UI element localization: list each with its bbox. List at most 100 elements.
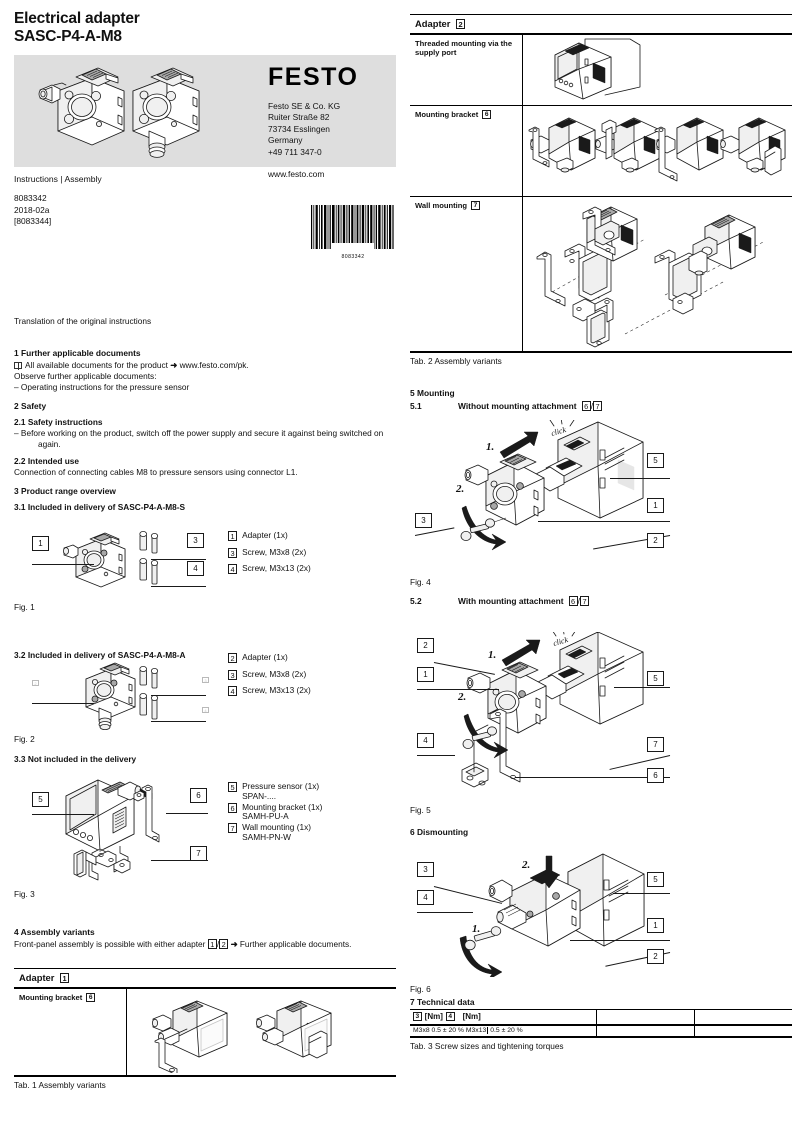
heading-section-2-1: 2.1 Safety instructions xyxy=(14,417,103,428)
figure-1-caption: Fig. 1 xyxy=(14,602,35,612)
legend-item: 4 Screw, M3x13 (2x) xyxy=(228,563,311,575)
tech-header-empty-1 xyxy=(596,1009,695,1026)
legend-sublabel: SAMH-PN-W xyxy=(242,831,291,842)
leader-line-3 xyxy=(151,695,206,696)
legend-label: Screw, M3x13 (2x) xyxy=(242,685,311,695)
inline-tag-1: 1 xyxy=(207,939,217,950)
table-1-caption: Tab. 1 Assembly variants xyxy=(14,1079,106,1090)
leader-line-4 xyxy=(417,912,473,913)
doc-number: 8083342 xyxy=(14,192,47,203)
section-5-1-heading: Without mounting attachment xyxy=(458,401,577,411)
screw-size-3: M3x8 xyxy=(413,1027,430,1034)
figure-6-caption: Fig. 6 xyxy=(410,984,431,994)
callout-tag-1: 1 xyxy=(647,918,664,933)
heading-section-5-2-row: 5.2 With mounting attachment 6/7 xyxy=(410,595,792,606)
callout-tag-5: 5 xyxy=(647,671,664,686)
leader-line-5 xyxy=(610,478,670,479)
legend-item: 3 Screw, M3x8 (2x) xyxy=(228,546,311,559)
s5-1-slash: / xyxy=(590,401,594,411)
heading-section-5: 5 Mounting xyxy=(410,388,455,398)
heading-section-1: 1 Further applicable documents xyxy=(14,348,141,358)
tech-header-inline: 3 [Nm] 4 [Nm] xyxy=(413,1011,593,1022)
inline-tag-2: 2 xyxy=(219,939,229,950)
callout-tag-4: 4 xyxy=(187,561,204,576)
table-1-header-label: Adapter xyxy=(19,972,55,983)
section-7-block: 7 Technical data 3 [Nm] 4 [Nm] xyxy=(410,997,792,1051)
website-link[interactable]: www.festo.com xyxy=(268,168,325,179)
tech-header-unit-3: [Nm] xyxy=(424,1012,443,1022)
legend-label: Screw, M3x8 (2x) xyxy=(242,668,307,679)
arrow-right-icon: ➜ xyxy=(230,939,238,949)
row-label-mounting-bracket: Mounting bracket 6 xyxy=(14,987,127,1077)
table-2-header-label: Adapter xyxy=(415,18,451,29)
legend-tag: 3 xyxy=(228,669,238,680)
heading-section-2-2: 2.2 Intended use xyxy=(14,456,80,467)
assembly-variants-table-2: Adapter 2 Threaded mounting via the supp… xyxy=(410,13,792,353)
callout-tag-4: 4 xyxy=(417,890,434,905)
section-5-2-block: 5.2 With mounting attachment 6/7 xyxy=(410,595,792,606)
company-name: Festo SE & Co. KG xyxy=(268,100,341,111)
s1-line1a: All available documents for the product xyxy=(25,360,168,370)
step-1-label: 1. xyxy=(472,923,480,935)
heading-section-6: 6 Dismounting xyxy=(410,827,469,837)
adapter-s-illustration xyxy=(63,532,126,588)
table-header-row: Adapter 2 xyxy=(410,13,792,35)
inline-tag-6: 6 xyxy=(581,400,591,411)
legend-tag: 4 xyxy=(228,564,238,574)
leader-line-6 xyxy=(515,777,670,778)
country: Germany xyxy=(268,135,303,146)
s1-url[interactable]: www.festo.com/pk. xyxy=(179,360,249,370)
figure-6: 3 4 5 1 2 xyxy=(410,850,792,995)
s1-line-3: – Operating instructions for the pressur… xyxy=(14,382,190,393)
inline-tag-6: 6 xyxy=(568,595,578,606)
row-label-threaded-mounting: Threaded mounting via the supply port xyxy=(410,33,523,106)
table-2-header: Adapter 2 xyxy=(410,13,792,35)
screw-size-4: M3x13 xyxy=(465,1027,487,1034)
row-illustration-cell xyxy=(522,33,792,106)
callout-tag-1: 1 xyxy=(32,536,49,551)
figure-2: 2 3 4 xyxy=(14,652,396,744)
callout-tag-2: 2 xyxy=(417,638,434,653)
legend-label: Mounting bracket (1x) xyxy=(242,801,323,812)
figure-3-caption: Fig. 3 xyxy=(14,889,35,899)
table-row: Wall mounting 7 xyxy=(410,196,792,353)
heading-section-2: 2 Safety xyxy=(14,401,47,412)
screws-illustration xyxy=(139,531,159,585)
table-header-row: Adapter 1 xyxy=(14,967,396,989)
section-5-2-number: 5.2 xyxy=(410,596,422,606)
heading-section-3-3: 3.3 Not included in the delivery xyxy=(14,754,137,764)
callout-tag-2: 2 xyxy=(647,949,664,964)
barcode-block: 8083342 xyxy=(310,205,396,260)
callout-tag-3: 3 xyxy=(415,513,432,528)
row-label-tag: 6 xyxy=(86,992,96,1002)
legend-label: Screw, M3x8 (2x) xyxy=(242,546,307,557)
barcode-image xyxy=(311,205,394,253)
arrow-right-icon: ➜ xyxy=(170,360,178,370)
callout-tag-3: 3 xyxy=(187,533,204,548)
heading-section-4: 4 Assembly variants xyxy=(14,927,95,937)
translation-note: Translation of the original instructions xyxy=(14,316,152,326)
legend-item: 7 Wall mounting (1x) SAMH-PN-W xyxy=(228,822,322,843)
legend-label: Wall mounting (1x) xyxy=(242,822,311,833)
row-label-text: Mounting bracket xyxy=(19,992,83,1002)
row-illustration-cell xyxy=(126,987,396,1077)
section-5-2-heading: With mounting attachment xyxy=(458,596,564,606)
row-illustration-cell xyxy=(522,105,792,197)
s4-text-b: Further applicable documents. xyxy=(239,939,352,949)
table-3-caption: Tab. 3 Screw sizes and tightening torque… xyxy=(410,1040,564,1051)
row-illustration-cell xyxy=(522,196,792,353)
leader-line-4 xyxy=(417,755,455,756)
figure-1-legend: 1 Adapter (1x) 3 Screw, M3x8 (2x) 4 Scre… xyxy=(228,530,311,576)
leader-line-5 xyxy=(32,814,94,815)
row-label-text: Threaded mounting via the supply port xyxy=(415,38,513,57)
inline-tag-7: 7 xyxy=(580,595,590,606)
legend-label: Screw, M3x13 (2x) xyxy=(242,563,311,573)
s2-2-text: Connection of connecting cables M8 to pr… xyxy=(14,467,298,478)
figure-2-legend: 2 Adapter (1x) 3 Screw, M3x8 (2x) 4 Scre… xyxy=(228,652,311,698)
inline-tag-7: 7 xyxy=(593,400,603,411)
table-1-header-tag: 1 xyxy=(60,973,70,984)
festo-contact-block: FESTO Festo SE & Co. KG Ruiter Straße 82… xyxy=(268,64,388,179)
leader-line-4 xyxy=(151,586,206,587)
leader-line-2 xyxy=(32,703,94,704)
